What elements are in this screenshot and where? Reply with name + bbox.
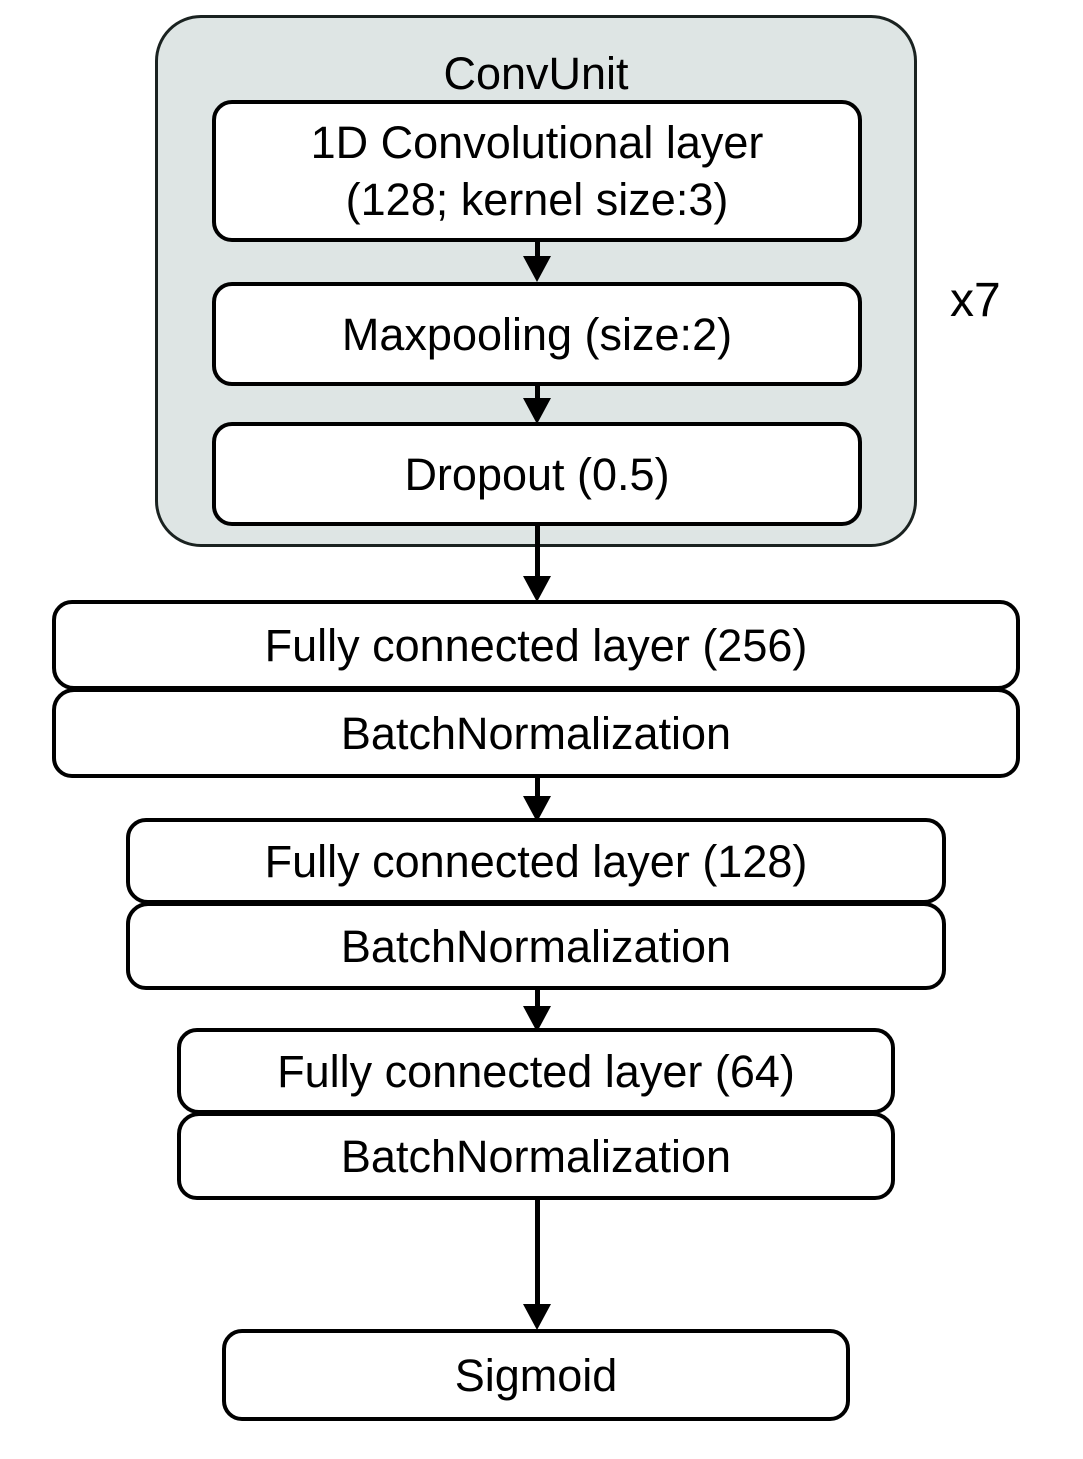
node-conv1d: 1D Convolutional layer (128; kernel size…	[212, 100, 862, 242]
node-conv1d-label: 1D Convolutional layer (128; kernel size…	[310, 117, 764, 225]
arrow-fc128-to-fc64	[523, 990, 551, 1032]
node-dropout-label: Dropout (0.5)	[404, 448, 670, 500]
arrow-dropout-to-fc256	[523, 526, 551, 602]
node-fc64-label: Fully connected layer (64)	[277, 1045, 795, 1097]
node-batchnorm-256-label: BatchNormalization	[340, 707, 732, 759]
node-batchnorm-256: BatchNormalization	[52, 688, 1020, 778]
arrow-fc64-to-sigmoid	[523, 1200, 551, 1330]
node-batchnorm-128: BatchNormalization	[126, 902, 946, 990]
node-sigmoid: Sigmoid	[222, 1329, 850, 1421]
node-batchnorm-128-label: BatchNormalization	[340, 920, 732, 972]
node-dropout: Dropout (0.5)	[212, 422, 862, 526]
repeat-count-label: x7	[950, 274, 1001, 327]
node-batchnorm-64-label: BatchNormalization	[340, 1130, 732, 1182]
node-batchnorm-64: BatchNormalization	[177, 1112, 895, 1200]
convunit-title: ConvUnit	[443, 48, 629, 99]
node-maxpooling-label: Maxpooling (size:2)	[341, 308, 733, 360]
node-fc128-label: Fully connected layer (128)	[264, 835, 808, 887]
node-fc256-label: Fully connected layer (256)	[264, 619, 808, 671]
arrow-conv1d-to-maxpool	[523, 242, 551, 282]
node-fc128: Fully connected layer (128)	[126, 818, 946, 904]
node-sigmoid-label: Sigmoid	[454, 1349, 618, 1401]
node-maxpooling: Maxpooling (size:2)	[212, 282, 862, 386]
node-fc64: Fully connected layer (64)	[177, 1028, 895, 1114]
arrow-fc256-to-fc128	[523, 778, 551, 822]
node-fc256: Fully connected layer (256)	[52, 600, 1020, 690]
arrow-maxpooling-to-dropout	[523, 386, 551, 424]
